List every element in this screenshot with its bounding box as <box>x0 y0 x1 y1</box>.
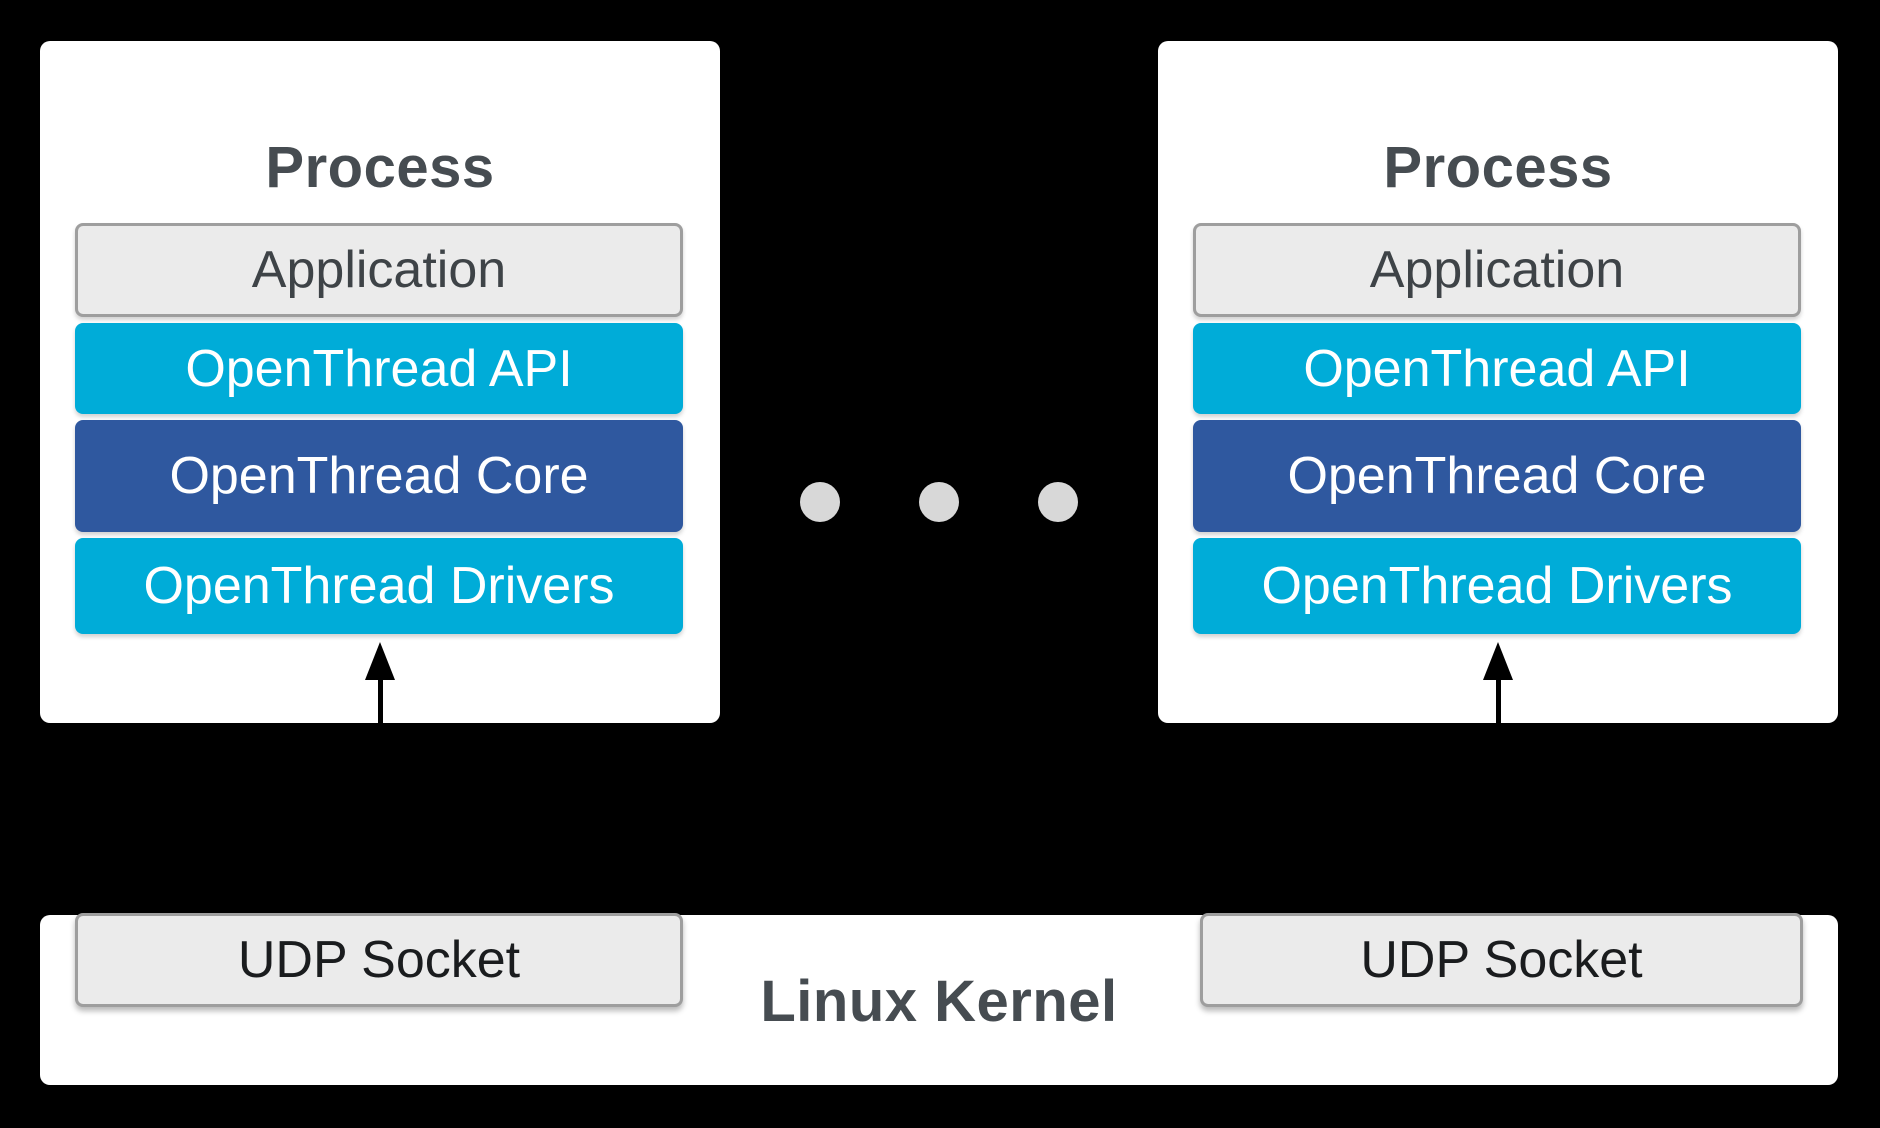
ellipsis-dots <box>800 482 1078 522</box>
ellipsis-dot <box>1038 482 1078 522</box>
linux-kernel-label: Linux Kernel <box>760 969 1118 1034</box>
process-card-right: Process Application OpenThread API OpenT… <box>1158 41 1838 723</box>
arrow-head <box>365 642 395 680</box>
upward-arrow-icon <box>365 642 395 723</box>
arrow-shaft <box>1495 680 1501 723</box>
layer-application: Application <box>75 223 683 317</box>
ellipsis-dot <box>800 482 840 522</box>
linux-kernel-bar: UDP Socket UDP Socket Linux Kernel <box>40 913 1838 1085</box>
process-title: Process <box>1383 135 1613 200</box>
layer-stack: Application OpenThread API OpenThread Co… <box>75 223 683 634</box>
process-card-left: Process Application OpenThread API OpenT… <box>40 41 720 723</box>
layer-application: Application <box>1193 223 1801 317</box>
layer-openthread-api: OpenThread API <box>75 323 683 414</box>
layer-openthread-drivers: OpenThread Drivers <box>1193 538 1801 634</box>
layer-openthread-core: OpenThread Core <box>75 420 683 532</box>
layer-openthread-drivers: OpenThread Drivers <box>75 538 683 634</box>
udp-socket-left: UDP Socket <box>75 913 683 1007</box>
arrow-shaft <box>377 680 383 723</box>
udp-socket-right: UDP Socket <box>1200 913 1803 1007</box>
layer-stack: Application OpenThread API OpenThread Co… <box>1193 223 1801 634</box>
ellipsis-dot <box>919 482 959 522</box>
layer-openthread-api: OpenThread API <box>1193 323 1801 414</box>
arrow-head <box>1483 642 1513 680</box>
process-title: Process <box>265 135 495 200</box>
layer-openthread-core: OpenThread Core <box>1193 420 1801 532</box>
upward-arrow-icon <box>1483 642 1513 723</box>
